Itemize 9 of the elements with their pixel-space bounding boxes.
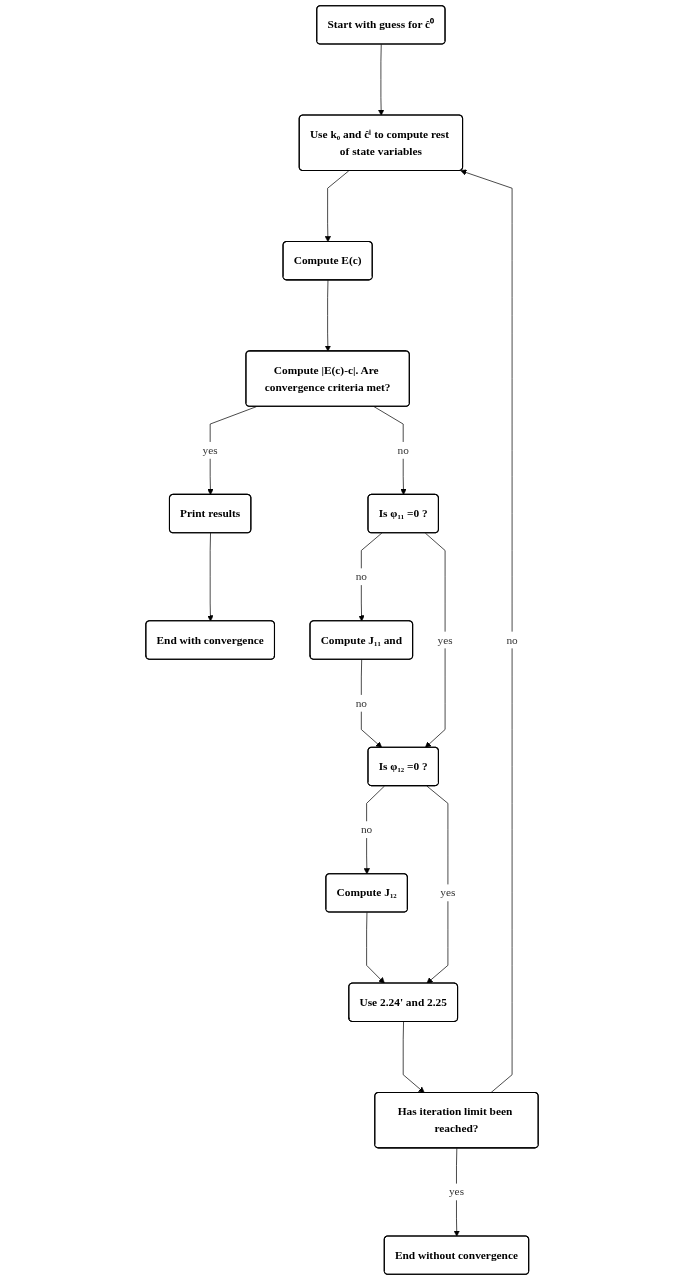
- edge-label: yes: [202, 443, 218, 457]
- edge-label: no: [360, 823, 373, 836]
- edge-label: yes: [437, 633, 453, 646]
- edge-label: no: [355, 570, 367, 583]
- edge-label: no: [397, 443, 409, 457]
- edge-label: no: [506, 633, 518, 646]
- edge-label: no: [355, 696, 367, 709]
- edge-label: yes: [440, 886, 456, 899]
- edge-label: yes: [448, 1185, 465, 1198]
